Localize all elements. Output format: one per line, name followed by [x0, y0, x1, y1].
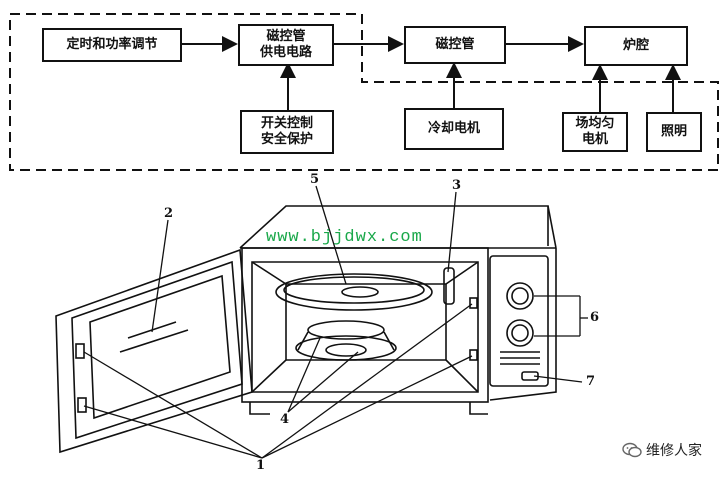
callout-1: 1 — [256, 458, 266, 473]
callout-3: 3 — [452, 178, 462, 193]
dashed-boundary — [9, 13, 719, 171]
callout-2: 2 — [164, 206, 174, 221]
leader-lines — [83, 185, 588, 459]
box-stirrer-motor: 场均匀 电机 — [562, 112, 628, 152]
callout-7: 7 — [586, 374, 596, 389]
box-lighting: 照明 — [646, 112, 702, 152]
box-magnetron-supply: 磁控管 供电电路 — [238, 24, 334, 66]
box-switch-protect: 开关控制 安全保护 — [240, 110, 334, 154]
callout-5: 5 — [310, 172, 320, 187]
box-timer-power: 定时和功率调节 — [42, 28, 182, 62]
wechat-icon — [622, 442, 642, 458]
callout-4: 4 — [280, 412, 290, 427]
watermark: 维修人家 — [622, 440, 702, 460]
box-cavity: 炉腔 — [584, 26, 688, 66]
microwave-body — [55, 205, 557, 454]
box-cooling-motor: 冷却电机 — [404, 108, 504, 150]
website-watermark: www.bjjdwx.com — [266, 228, 423, 247]
watermark-text: 维修人家 — [646, 443, 702, 459]
callout-6: 6 — [590, 310, 600, 325]
box-magnetron: 磁控管 — [404, 26, 506, 64]
